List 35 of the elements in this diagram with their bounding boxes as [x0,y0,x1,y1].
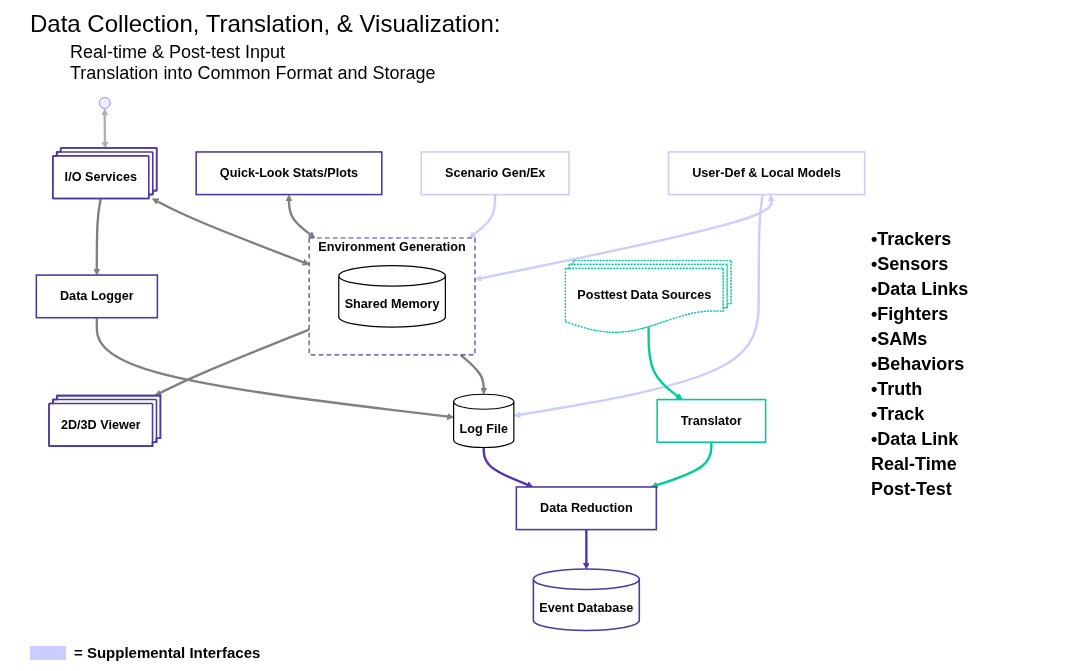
list-item: •Track [871,403,926,425]
node-box: User-Def & Local Models [667,151,866,196]
arrow [285,194,316,239]
arrow [459,353,488,395]
node-box: Quick-Look Stats/Plots [195,151,383,196]
arrow [95,317,454,420]
arrow [93,198,102,276]
arrow [101,108,109,149]
list-item: •Data Link [871,428,960,450]
list-item: •Sensors [871,253,950,275]
legend-text: = Supplemental Interfaces [74,644,261,661]
arrow [468,194,497,239]
section-label: Real-Time [871,453,958,475]
arrow [154,328,310,396]
arrow [650,442,713,489]
list-item: •Truth [871,378,924,400]
arrow [152,198,310,266]
node-box: Data Reduction [515,486,658,531]
title: Data Collection, Translation, & Visualization: [30,10,502,38]
section-label: Post-Test [871,478,953,500]
arrow [513,194,765,419]
node-box: Data Logger [35,274,159,319]
node-box: Scenario Gen/Ex [420,151,570,196]
list-item: •Behaviors [871,353,966,375]
list-item: •Fighters [871,303,950,325]
sub-bullet: Real-time & Post-test Input [70,42,287,63]
arrow [482,447,534,488]
sub-bullet: Translation into Common Format and Storage [70,63,437,84]
arrow [582,529,590,570]
list-item: •Data Links [871,278,970,300]
list-item: •Trackers [871,228,953,250]
arrow [474,194,775,282]
list-item: •SAMs [871,328,929,350]
node-box: Translator [656,398,767,443]
arrow [647,327,683,400]
